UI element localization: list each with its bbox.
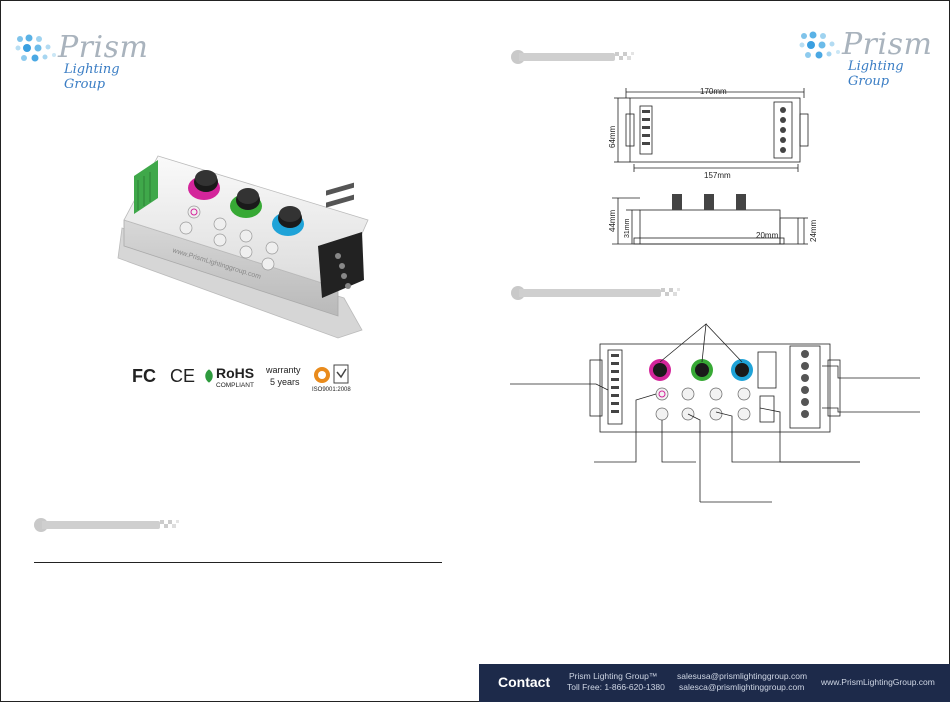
contact-email-usa[interactable]: salesusa@prismlightinggroup.com [677, 671, 808, 681]
section-header-bar [34, 518, 184, 532]
dim-width: 64mm [608, 125, 617, 148]
dim-height-body: 31mm [624, 218, 631, 238]
contact-website[interactable]: www.PrismLightingGroup.com [821, 677, 935, 687]
brand-name: Prism [842, 27, 933, 62]
ce-logo: CE [170, 366, 196, 386]
dimension-drawing-top: 170mm 157mm 64mm [608, 87, 809, 180]
knob-cyan [272, 206, 304, 236]
brand-name: Prism [58, 30, 149, 65]
certifications-row: FC CE RoHS COMPLIANT warranty 5 years IS… [132, 364, 357, 396]
black-terminal [318, 182, 364, 298]
dim-terminal-height: 24mm [809, 219, 818, 242]
dimension-drawing-side: 44mm 31mm 24mm 20mm [608, 194, 818, 245]
brand-subtitle: Lighting Group [848, 59, 904, 89]
iso-badge-icon [314, 364, 349, 384]
green-terminal [134, 160, 158, 214]
knob-green [230, 188, 262, 218]
dim-height-total: 44mm [608, 209, 617, 232]
contact-email-block: salesusa@prismlightinggroup.com salesca@… [677, 671, 807, 693]
dim-length-body: 157mm [704, 171, 731, 180]
contact-footer: Contact Prism Lighting Group™ Toll Free:… [479, 664, 950, 702]
logo-dots-icon [799, 31, 840, 59]
rohs-logo: RoHS [216, 365, 255, 381]
section-header-bar [511, 286, 683, 300]
warranty-line2: 5 years [270, 377, 300, 387]
panel-layout-drawing [510, 323, 920, 503]
section-header-bar [511, 50, 641, 64]
dim-length-total: 170mm [700, 87, 727, 96]
brand-logo-right: Prism Lighting Group [798, 27, 948, 89]
logo-dots-icon [15, 34, 56, 62]
leaf-icon [205, 369, 213, 383]
section-divider-line [34, 562, 442, 563]
contact-company: Prism Lighting Group™ [569, 671, 658, 681]
contact-email-ca[interactable]: salesca@prismlightinggroup.com [679, 682, 805, 692]
contact-title: Contact [498, 674, 551, 690]
brand-logo-left: Prism Lighting Group [14, 30, 164, 92]
dim-terminal-depth: 20mm [756, 231, 779, 240]
warranty-line1: warranty [266, 365, 301, 375]
iso-label: ISO9001:2008 [312, 387, 351, 393]
contact-toll-free: Toll Free: 1-866-620-1380 [567, 682, 665, 692]
contact-company-block: Prism Lighting Group™ Toll Free: 1-866-6… [567, 671, 665, 693]
brand-subtitle: Lighting Group [64, 62, 120, 92]
knob-magenta [188, 170, 220, 200]
rohs-sub: COMPLIANT [216, 382, 254, 389]
fcc-logo: FC [132, 366, 156, 386]
product-photo: www.PrismLightinggroup.com [117, 155, 369, 339]
